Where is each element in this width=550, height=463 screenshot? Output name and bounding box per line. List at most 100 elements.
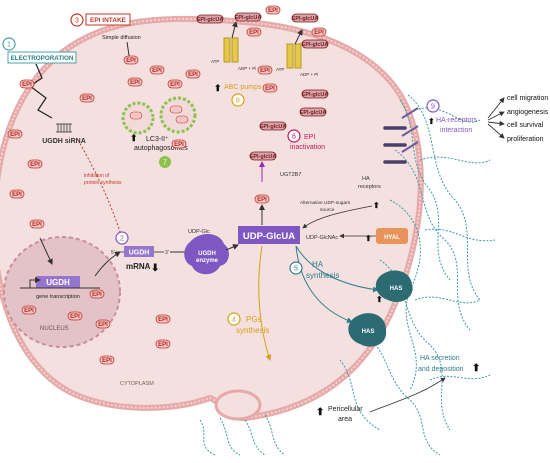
step6-line2: inactivation [290, 144, 325, 151]
outcome-3: proliferation [507, 136, 544, 143]
epi-glcua-pill: EPI-glcUA [260, 124, 287, 130]
pericellular-line1: Pericellular [328, 406, 363, 413]
epi-pill: EPI [22, 82, 32, 88]
step5-line2: synthesis [306, 271, 339, 280]
udp-glcua-box [238, 226, 300, 244]
arrow-up-icon-secretion: ⬆ [472, 363, 480, 374]
udp-glcua-label: UDP-GlcUA [243, 231, 295, 242]
arrow-down-icon: ⬇ [151, 263, 159, 274]
epi-pill: EPI [126, 58, 136, 64]
epi-pill: EPI [265, 86, 275, 92]
arrow-up-icon-alt: ⬆ [373, 201, 380, 210]
step7-line1: LC3-II⁺ [146, 136, 169, 143]
ugdh-enzyme-icon [184, 233, 229, 275]
epi-pill: EPI [152, 68, 162, 74]
outcome-1: angiogenesis [507, 109, 549, 116]
epi-glcua-pill: EPI-glcUA [235, 15, 262, 21]
adp-2: ADP + Pi [300, 72, 318, 77]
epi-pill: EPI [82, 96, 92, 102]
svg-text:5: 5 [294, 266, 298, 273]
gene-transcription-label: gene transcription [36, 294, 80, 300]
abc-pump-icon-2 [286, 43, 302, 69]
epi-pill: EPI [32, 222, 42, 228]
epi-pill: EPI [24, 308, 34, 314]
step1-label: ELECTROPORATION [11, 55, 74, 62]
svg-text:9: 9 [431, 104, 435, 111]
epi-glcua-molecules: EPI-glcUA EPI-glcUA EPI-glcUA EPI-glcUA … [196, 12, 329, 161]
alt-sources-line2: source [320, 207, 335, 213]
ha-receptors-line2: receptors [358, 184, 381, 190]
ugdh-sirna-label: UGDH siRNA [42, 138, 86, 145]
step5-number [289, 261, 303, 275]
inhibition-line1: inhibition of [84, 173, 110, 179]
epi-pill: EPI [102, 358, 112, 364]
epi-pill: EPI [130, 80, 140, 86]
epi-pill: EPI [174, 142, 184, 148]
udp-glcnac-label: UDP-GlcNAc [306, 235, 338, 241]
atp-2: ATP [276, 67, 284, 72]
step4-number [227, 312, 241, 326]
alt-sources-line1: Alternative UDP-sugars [300, 200, 351, 206]
nucleus [3, 236, 121, 348]
epi-pill: EPI [170, 82, 180, 88]
epi-pill: EPI [12, 192, 22, 198]
sirna-icon [56, 123, 72, 133]
epi-pill: EPI [158, 317, 168, 323]
step8-label: ABC pumps [224, 84, 262, 91]
epi-pill: EPI [98, 322, 108, 328]
step7-number [159, 156, 171, 168]
epi-pill: EPI [158, 342, 168, 348]
ha-secretion-line1: HA secretion [420, 355, 460, 362]
epi-pill: EPI [30, 162, 40, 168]
abc-pump-icon [223, 37, 239, 63]
adp-1: ADP + Pi [238, 66, 256, 71]
autophagosome-2 [159, 96, 197, 134]
udp-glc-label: UDP-Glc [188, 229, 210, 235]
step3-number-circle [70, 13, 84, 27]
arrow-up-icon-hyal: ⬆ [365, 234, 372, 243]
svg-text:6: 6 [292, 134, 296, 141]
five-prime: 5' [111, 250, 115, 256]
step4-line1: PGs [246, 315, 262, 324]
epi-pill: EPI [188, 72, 198, 78]
hyal-label: HYAL [384, 235, 400, 241]
pericellular-line2: area [338, 416, 352, 423]
ugdh-enzyme-line1: UGDH [198, 251, 216, 257]
arrow-up-icon-pericellular: ⬆ [316, 407, 324, 418]
has-label-1: HAS [390, 286, 403, 292]
outcome-0: cell migration [507, 95, 548, 102]
secretory-vesicle [214, 389, 262, 421]
svg-text:4: 4 [232, 317, 236, 324]
epi-pill: EPI [92, 292, 102, 298]
simple-diffusion-label: Simple diffusion [102, 35, 141, 41]
arrow-up-icon-has1: ⬆ [376, 295, 383, 304]
arrow-up-icon: ⬆ [130, 133, 138, 143]
ugdh-enzyme-line2: enzyme [196, 258, 219, 264]
step9-line1: HA-receptors [436, 117, 478, 124]
has-enzyme-icon-2 [348, 313, 387, 347]
epi-in-autophagosome [129, 105, 189, 124]
svg-text:7: 7 [163, 160, 167, 167]
three-prime: 3' [165, 250, 169, 256]
epi-pill: EPI [268, 8, 278, 14]
outcome-2: cell survival [507, 122, 544, 129]
epi-pill: EPI [10, 132, 20, 138]
lightning-icon [28, 63, 53, 119]
step3-label: EPI INTAKE [90, 17, 127, 24]
step6-line1: EPI [304, 134, 315, 141]
step6-number [287, 129, 301, 143]
epi-glcua-pill: EPI-glcUA [300, 110, 327, 116]
ugt2b7-label: UGT2B7 [280, 172, 301, 178]
ha-receptors-line1: HA [362, 176, 370, 182]
epi-glcua-pill: EPI-glcUA [250, 154, 277, 160]
has-enzyme-icon [375, 270, 413, 303]
epi-pill: EPI [260, 68, 270, 74]
hyal-box [376, 228, 408, 244]
inhibition-line2: protein synthesis [84, 180, 122, 186]
epi-pill: EPI [257, 197, 267, 203]
cell-membrane [0, 15, 424, 422]
mrna-ugdh-label: UGDH [129, 250, 150, 257]
epi-pill: EPI [314, 30, 324, 36]
step9-number [426, 99, 440, 113]
